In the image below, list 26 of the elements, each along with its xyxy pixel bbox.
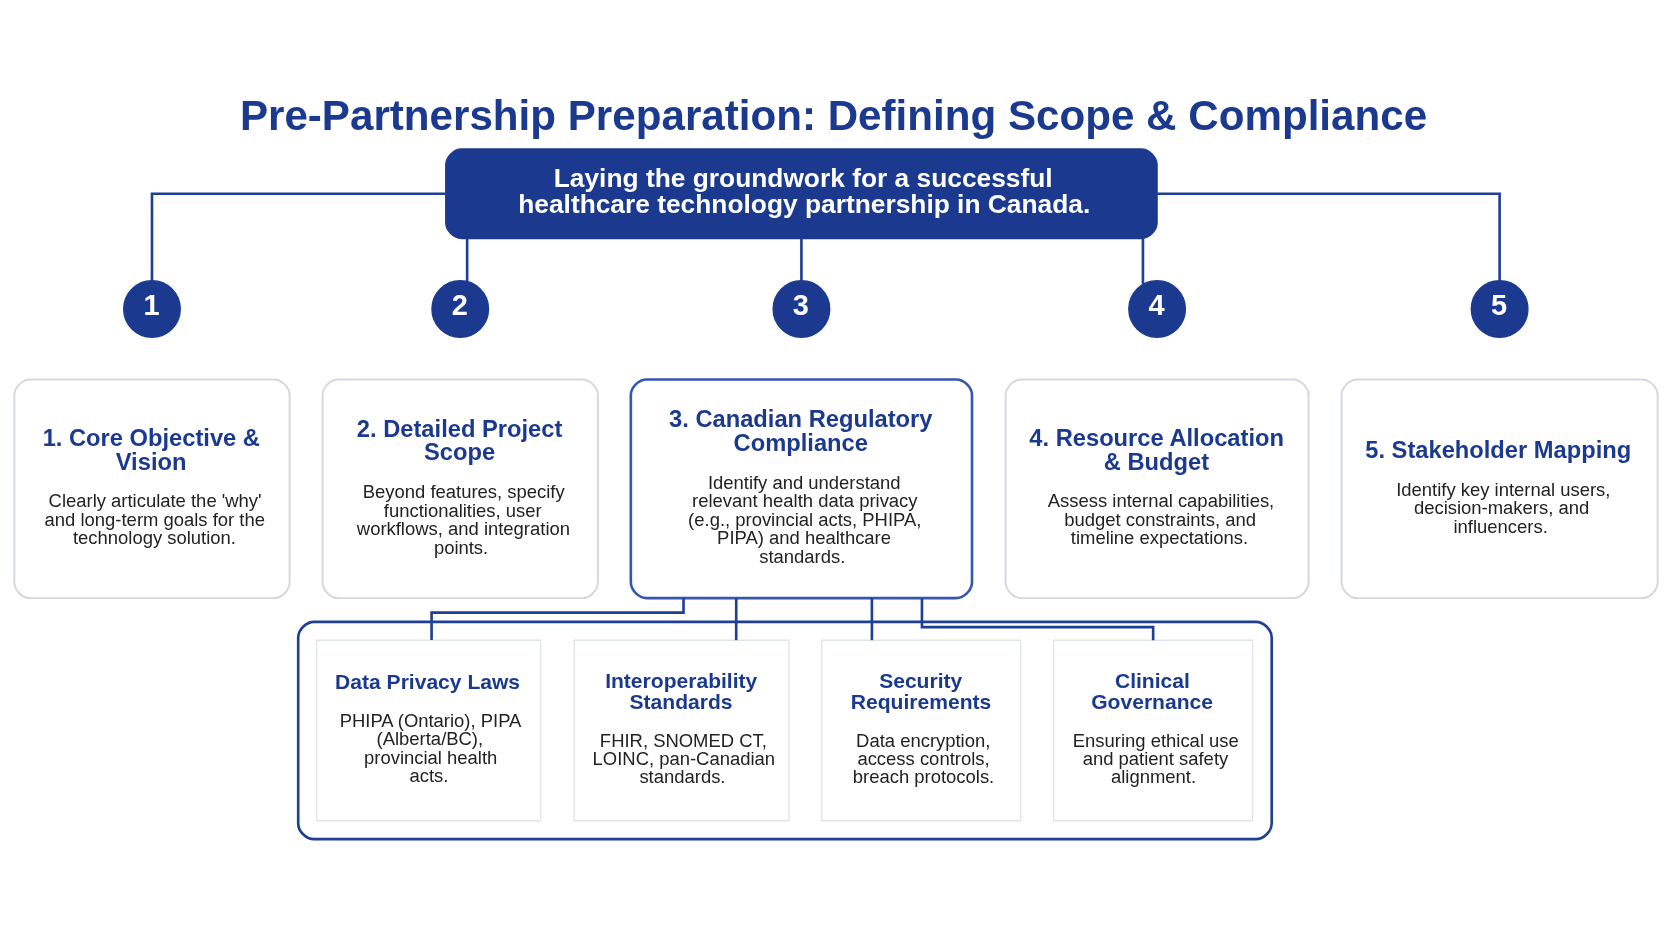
connector [1157,191,1501,280]
node-box: Laying the groundwork for a successful healthcare technology partnership in Canada. [445,147,1158,239]
node-box: Data Privacy Laws PHIPA (Ontario), PIPA (Alberta/BC), provincial health acts. [315,639,542,821]
node-box: Interoperability Standards FHIR, SNOMED CT, LOINC, pan-Canadian standards. [573,639,790,821]
connector [870,597,874,640]
node-box: 1. Core Objective & Vision Clearly articulate the 'why' and long-term goals for the technology solution. [13,377,291,599]
node-box: 2. Detailed Project Scope Beyond features, specify functionalities, user workflows, and integration points. [321,377,599,599]
node-circle: 1 [123,279,181,338]
connector [920,597,1155,640]
node-box: 4. Resource Allocation & Budget Assess internal capabilities, budget constraints, and timeline expectations. [1004,377,1310,599]
node-circle: 2 [431,279,490,338]
node-box: 3. Canadian Regulatory Compliance Identify and understand relevant health data privacy (e.g., provincial acts, PHIPA, PIPA) and healthcare standards. [629,377,974,599]
node-box: Clinical Governance Ensuring ethical use and patient safety alignment. [1053,639,1254,821]
connector [465,238,469,281]
node-circle: 4 [1128,279,1187,338]
connector [800,238,803,280]
connector [430,597,685,640]
connector [150,191,446,280]
node-circle: 5 [1470,279,1529,338]
node-box: Security Requirements Data encryption, access controls, breach protocols. [821,639,1022,821]
connector [1141,238,1145,284]
node-circle: 3 [772,279,831,338]
connector [734,597,738,640]
node-box: 5. Stakeholder Mapping Identify key internal users, decision-makers, and influencers. [1340,377,1659,599]
cluster [296,620,1273,840]
diagram-title: Pre-Partnership Preparation: Defining Scope & Compliance [239,91,1428,139]
